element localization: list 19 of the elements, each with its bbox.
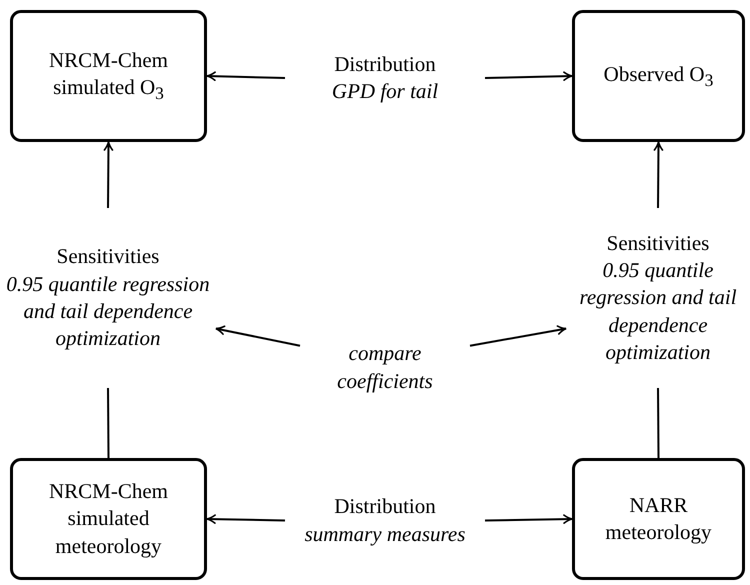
method-note: 0.95 quantile regression and tail dependence optimization — [5, 270, 211, 352]
node-label: Distribution — [334, 493, 436, 520]
method-note: 0.95 quantile regression and tail dependence optimization — [578, 257, 738, 366]
node-label: Distribution — [334, 50, 436, 78]
method-note: GPD for tail — [332, 78, 438, 105]
node-label: Observed O$_{3}$ — [604, 60, 714, 92]
node-label: NRCM-Chem simulated meteorology — [48, 478, 169, 560]
rounded-box — [10, 458, 207, 580]
node-label: Sensitivities — [56, 243, 160, 270]
connector-line — [657, 388, 660, 458]
rounded-box — [10, 10, 207, 142]
rounded-box — [572, 10, 745, 142]
node-label: NARR meteorology — [604, 492, 713, 546]
method-note: summary measures — [304, 520, 466, 548]
node-label: NRCM-Chem simulated O$_{3}$ — [48, 46, 169, 106]
node-label: Sensitivities — [606, 230, 710, 257]
method-note: compare coefficients — [336, 340, 434, 394]
connector-line — [107, 388, 110, 458]
rounded-box — [572, 458, 745, 580]
